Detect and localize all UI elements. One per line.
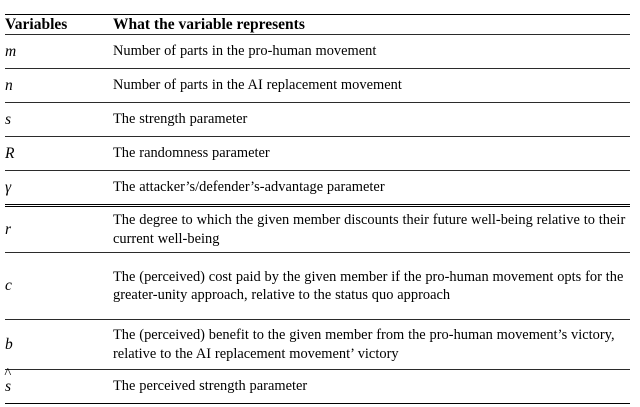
variable-description-cell: The (perceived) benefit to the given mem… [113, 319, 630, 370]
table-header: Variables What the variable represents [5, 14, 630, 35]
variable-symbol: γ [5, 178, 12, 196]
variable-symbol-cell: m [5, 34, 113, 69]
variable-symbol-hatted: ^s [4, 367, 12, 397]
variable-symbol-cell: b [5, 319, 113, 370]
table-row: s The strength parameter [5, 102, 630, 137]
variable-description: Number of parts in the pro-human movemen… [113, 43, 377, 60]
variable-symbol-cell: ^s [4, 367, 113, 404]
variable-symbol: n [5, 76, 13, 94]
variable-symbol-cell: n [5, 68, 113, 103]
table-row: ^s The perceived strength parameter [4, 367, 630, 404]
table-row: R The randomness parameter [5, 136, 630, 171]
table-caption-fragment [5, 0, 625, 2]
variable-symbol-cell: γ [5, 170, 113, 206]
variable-symbol: R [5, 144, 15, 162]
variable-symbol: b [5, 335, 13, 353]
variable-symbol: s [5, 110, 12, 128]
table-row: n Number of parts in the AI replacement … [5, 68, 630, 103]
variable-symbol: r [5, 220, 12, 238]
table-row: c The (perceived) cost paid by the given… [5, 252, 630, 320]
variable-description-cell: The randomness parameter [113, 136, 630, 171]
variable-description: The perceived strength parameter [113, 378, 308, 395]
variable-description: The strength parameter [113, 111, 248, 128]
column-header-variables: Variables [5, 14, 113, 35]
variable-description-cell: The perceived strength parameter [113, 369, 630, 404]
variable-description: The (perceived) benefit to the given mem… [113, 327, 615, 362]
variable-description: The (perceived) cost paid by the given m… [113, 268, 624, 304]
variables-table-container: Variables What the variable represents m… [4, 14, 630, 404]
variable-symbol-cell: s [5, 102, 113, 137]
table-row: m Number of parts in the pro-human movem… [5, 34, 630, 69]
table-body-section-member: r The degree to which the given member d… [4, 204, 630, 404]
variable-symbol-cell: c [5, 252, 113, 320]
table-row: r The degree to which the given member d… [5, 204, 630, 253]
variable-description-cell: The strength parameter [113, 102, 630, 137]
variable-symbol-cell: R [5, 136, 113, 171]
variable-description: The degree to which the given member dis… [113, 212, 626, 247]
variable-description: Number of parts in the AI replacement mo… [113, 77, 402, 94]
table-row: γ The attacker’s/defender’s-advantage pa… [5, 170, 630, 206]
variable-description-cell: The attacker’s/defender’s-advantage para… [113, 170, 630, 206]
variables-table: Variables What the variable represents m… [4, 14, 630, 404]
variable-symbol: s [5, 377, 12, 395]
variable-symbol: m [5, 42, 17, 60]
variable-symbol: c [5, 277, 12, 294]
variable-symbol-cell: r [5, 204, 113, 253]
table-body-section-structural: m Number of parts in the pro-human movem… [5, 34, 630, 206]
variable-description: The randomness parameter [113, 145, 270, 162]
table-header-row: Variables What the variable represents [5, 14, 630, 35]
variable-description-cell: Number of parts in the AI replacement mo… [113, 68, 630, 103]
variable-description-cell: The (perceived) cost paid by the given m… [113, 252, 630, 320]
variable-description-cell: The degree to which the given member dis… [113, 204, 630, 253]
variable-description-cell: Number of parts in the pro-human movemen… [113, 34, 630, 69]
variable-description: The attacker’s/defender’s-advantage para… [113, 179, 385, 196]
table-row: b The (perceived) benefit to the given m… [5, 319, 630, 370]
column-header-description: What the variable represents [113, 14, 630, 35]
hat-accent-icon: ^ [4, 366, 12, 383]
